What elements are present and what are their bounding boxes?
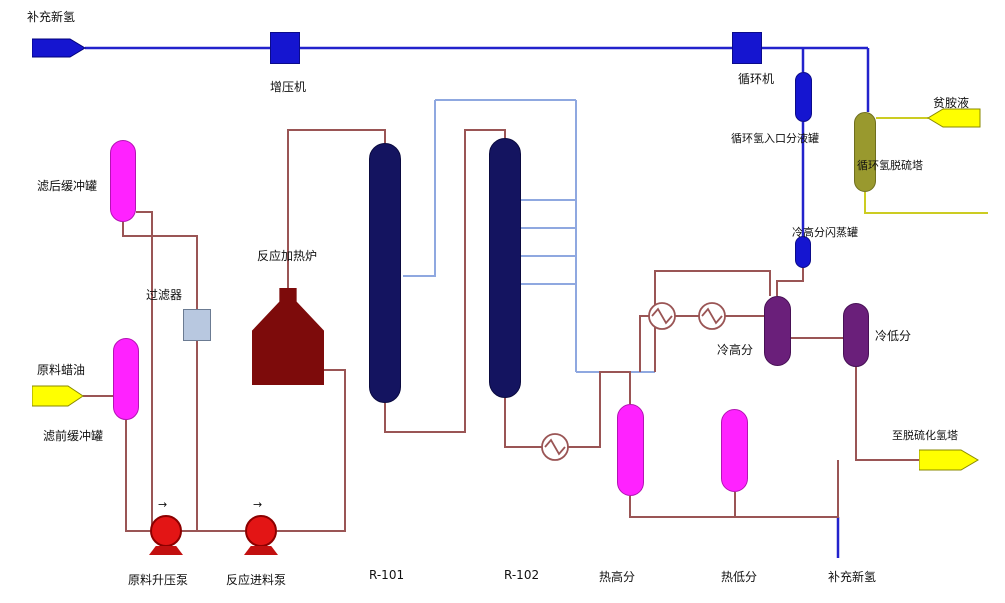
hot-lp-separator [721,409,748,492]
recycle-h2-desulfurizer-tower [854,112,876,192]
feed-oil-inlet-arrow [32,384,84,408]
cold-lp-separator [843,303,869,367]
label-makeup-h2-bottom: 补充新氢 [828,570,877,584]
post-filter-buffer-drum [110,140,136,222]
label-reactor-r101: R-101 [369,568,405,582]
booster-compressor [270,32,300,64]
heat-exchanger-2-icon [698,302,726,330]
reaction-feed-pump [245,515,277,547]
recycle-h2-inlet-drum [795,72,812,122]
heat-exchanger-icons [541,302,726,461]
label-recycle-h2-desulfurizer: 循环氢脱硫塔 [857,159,923,172]
label-reaction-feed-pump: 反应进料泵 [226,573,287,587]
reactor-r101 [369,143,401,403]
lean-amine-inlet-arrow [927,107,981,129]
reaction-feed-pump-base [244,546,278,555]
makeup-h2-inlet-arrow [32,35,86,61]
label-recycle-compressor: 循环机 [738,72,775,86]
filter [183,309,211,341]
label-makeup-h2-top: 补充新氢 [27,10,76,24]
label-pre-filter-buffer-drum: 滤前缓冲罐 [43,429,104,443]
cold-hp-flash-drum [795,236,811,268]
label-filter: 过滤器 [146,288,183,302]
label-feed-booster-pump: 原料升压泵 [128,573,189,587]
quench-hydrogen-pipes [403,99,655,373]
pump1-flow-arrow-icon: → [158,498,168,511]
feed-booster-pump [150,515,182,547]
label-feed-wax-oil: 原料蜡油 [37,363,86,377]
label-recycle-h2-inlet-drum: 循环氢入口分液罐 [731,132,819,145]
label-reactor-r102: R-102 [504,568,540,582]
heat-exchanger-1-icon [648,302,676,330]
label-cold-lp-separator: 冷低分 [875,329,912,343]
amine-pipes [864,117,988,214]
hydrogen-pipes [85,46,870,558]
hot-hp-separator [617,404,644,496]
feed-booster-pump-base [149,546,183,555]
label-lean-amine: 贫胺液 [933,96,970,110]
to-stripper-outlet-arrow [919,448,979,472]
label-to-h2s-removal-tower: 至脱硫化氢塔 [892,429,958,442]
reactor-r102 [489,138,521,398]
pump2-flow-arrow-icon: → [253,498,263,511]
label-reaction-furnace: 反应加热炉 [257,249,318,263]
label-hot-lp-separator: 热低分 [721,570,758,584]
label-hot-hp-separator: 热高分 [599,570,636,584]
label-cold-hp-separator: 冷高分 [717,343,754,357]
label-booster-compressor: 增压机 [270,80,307,94]
cold-hp-separator [764,296,791,366]
heat-exchanger-3-icon [541,433,569,461]
recycle-compressor [732,32,762,64]
label-cold-hp-flash-drum: 冷高分闪蒸罐 [792,226,858,239]
pre-filter-buffer-drum [113,338,139,420]
label-post-filter-buffer-drum: 滤后缓冲罐 [37,179,98,193]
